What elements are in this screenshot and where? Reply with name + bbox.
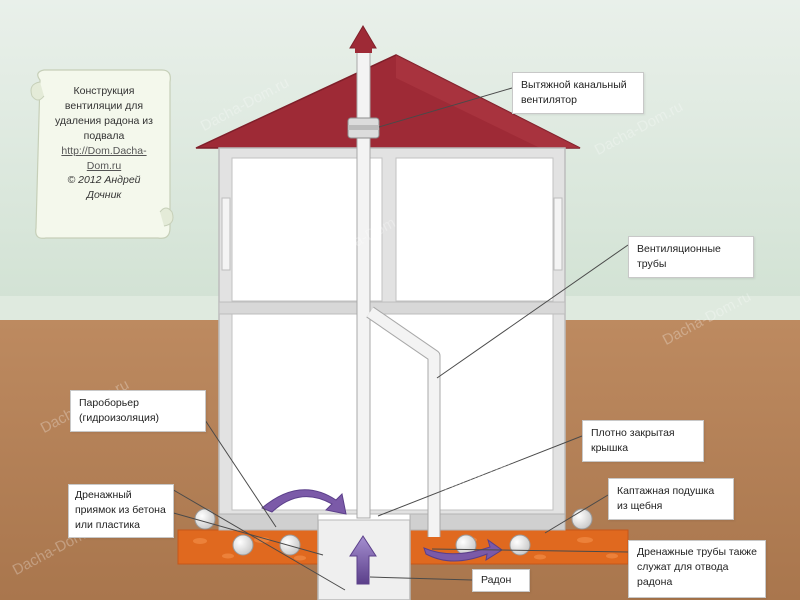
leader-sump [169, 511, 324, 556]
label-drain-pipes: Дренажные трубы также служат для отвода … [628, 540, 766, 598]
branch-vent-pipe-inner [366, 307, 440, 537]
lateral-air-arrow [423, 538, 503, 562]
roof-shade [396, 55, 580, 148]
label-sealed-lid: Плотно закрытая крышка [582, 420, 704, 463]
leader-drain-pipes [431, 548, 629, 553]
floor-slab [218, 301, 566, 315]
curved-air-arrow [261, 489, 347, 515]
label-sump: Дренажный приямок из бетона или пластика [68, 484, 174, 538]
room-upper-right [395, 157, 554, 302]
drain-pipe [509, 534, 531, 556]
leader-pipes [436, 244, 629, 379]
scroll-note-shape [30, 69, 174, 239]
leader-radon [369, 576, 473, 581]
note-copyright: © 2012 Андрей Дочник [67, 174, 141, 202]
vent-cap-neck [355, 47, 372, 53]
label-vent-pipes: Вентиляционные трубы [628, 236, 754, 279]
label-gravel: Каптажная подушка из щебня [608, 478, 734, 521]
label-vapor-barrier: Пароборьер (гидроизоляция) [70, 390, 206, 433]
leader-vapor-barrier [204, 419, 277, 528]
leader-lid [377, 435, 583, 517]
label-exhaust-fan: Вытяжной канальный вентилятор [512, 72, 644, 115]
note-title: Конструкция вентиляции для удаления радо… [55, 85, 153, 142]
drain-pipe [279, 534, 301, 556]
leader-fan [378, 87, 513, 128]
drain-pipe [571, 508, 593, 530]
note-link[interactable]: http://Dom.Dacha-Dom.ru [61, 144, 147, 172]
scroll-note: Конструкция вентиляции для удаления радо… [28, 70, 174, 240]
radon-up-arrow [349, 535, 377, 585]
exhaust-fan-band [348, 125, 379, 130]
room-lower [231, 313, 554, 511]
label-radon: Радон [472, 569, 530, 593]
drain-pipe [232, 534, 254, 556]
leader-lines [169, 87, 629, 591]
leader-sump-2 [169, 487, 346, 591]
leader-gravel [544, 494, 609, 534]
window-left [221, 197, 231, 271]
window-right [553, 197, 563, 271]
